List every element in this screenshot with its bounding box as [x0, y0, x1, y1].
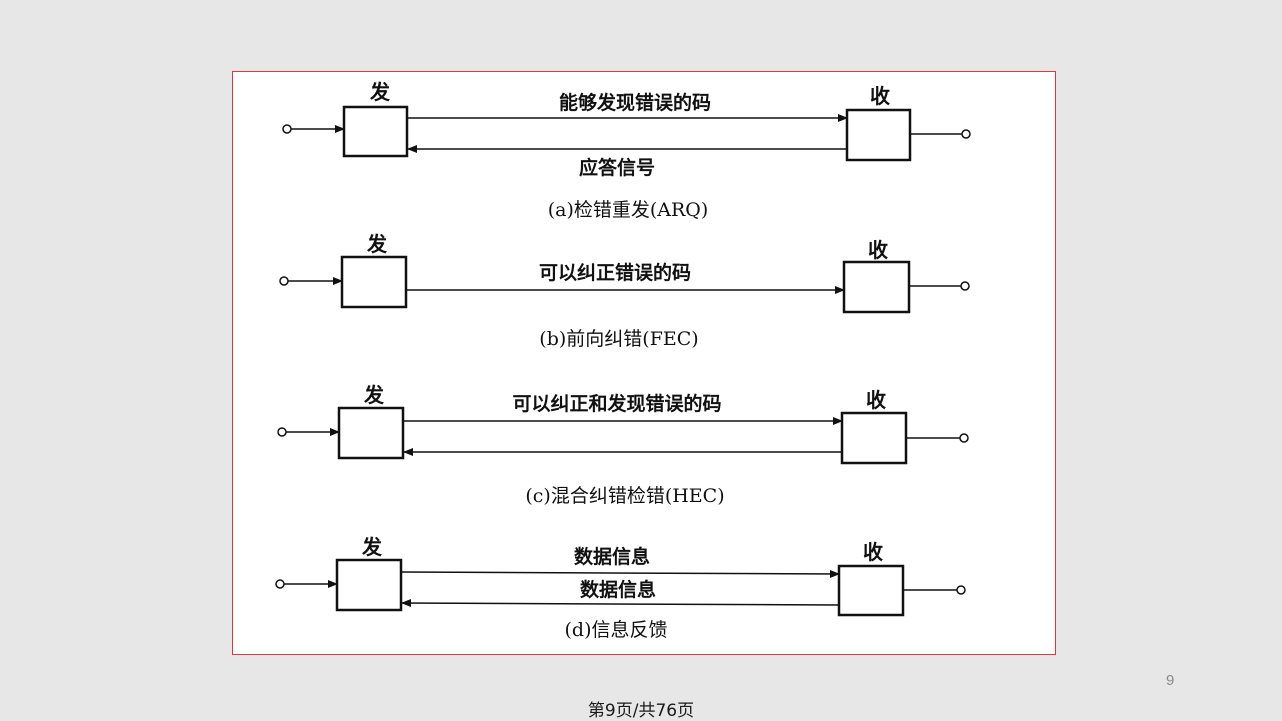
backward-label: 应答信号	[579, 156, 655, 179]
receiver-box	[840, 411, 908, 465]
receiver-box	[837, 564, 905, 617]
panel-a: 发 能够发现错误的码 应答信号 收 (a)检错重发(ARQ)	[282, 80, 971, 221]
sender-label: 发	[361, 535, 383, 559]
panel-c: 发 可以纠正和发现错误的码 收 (c)混合纠错检错(HEC)	[277, 383, 969, 507]
page-indicator: 第9页/共76页	[587, 701, 695, 721]
slide-number: 9	[1166, 672, 1175, 689]
panel-caption: (b)前向纠错(FEC)	[539, 328, 698, 350]
sender-box	[340, 255, 408, 309]
output-terminal	[960, 281, 970, 291]
panel-d: 发 数据信息 数据信息 收 (d)信息反馈	[275, 535, 966, 641]
panel-caption: (a)检错重发(ARQ)	[548, 199, 709, 221]
sender-label: 发	[363, 383, 385, 407]
sender-label: 发	[369, 80, 391, 104]
receiver-label: 收	[868, 238, 888, 262]
sender-label: 发	[366, 232, 388, 256]
forward-label: 数据信息	[574, 545, 650, 568]
receiver-label: 收	[866, 388, 886, 412]
output-terminal	[961, 129, 971, 139]
receiver-box	[842, 260, 911, 314]
backward-label: 数据信息	[580, 578, 656, 601]
backward-arrow	[401, 599, 840, 608]
sender-box	[337, 406, 405, 460]
error-control-diagram: 发 能够发现错误的码 应答信号 收 (a)检错重发(ARQ) 发 可以纠正错误的…	[275, 80, 971, 641]
sender-box	[335, 558, 403, 612]
panel-b: 发 可以纠正错误的码 收 (b)前向纠错(FEC)	[279, 232, 970, 350]
receiver-label: 收	[870, 84, 890, 108]
forward-label: 可以纠正和发现错误的码	[512, 392, 721, 415]
receiver-label: 收	[863, 540, 883, 564]
forward-label: 能够发现错误的码	[559, 91, 711, 114]
input-terminal	[277, 427, 287, 437]
diagram-frame: 发 能够发现错误的码 应答信号 收 (a)检错重发(ARQ) 发 可以纠正错误的…	[232, 71, 1056, 655]
forward-arrow	[400, 569, 840, 578]
output-terminal	[959, 433, 969, 443]
output-terminal	[956, 585, 966, 595]
panel-caption: (c)混合纠错检错(HEC)	[525, 485, 724, 507]
input-terminal	[279, 276, 289, 286]
forward-label: 可以纠正错误的码	[539, 261, 691, 284]
receiver-box	[845, 108, 912, 162]
input-terminal	[275, 579, 285, 589]
sender-box	[342, 105, 409, 158]
panel-caption: (d)信息反馈	[565, 619, 668, 641]
input-terminal	[282, 124, 292, 134]
